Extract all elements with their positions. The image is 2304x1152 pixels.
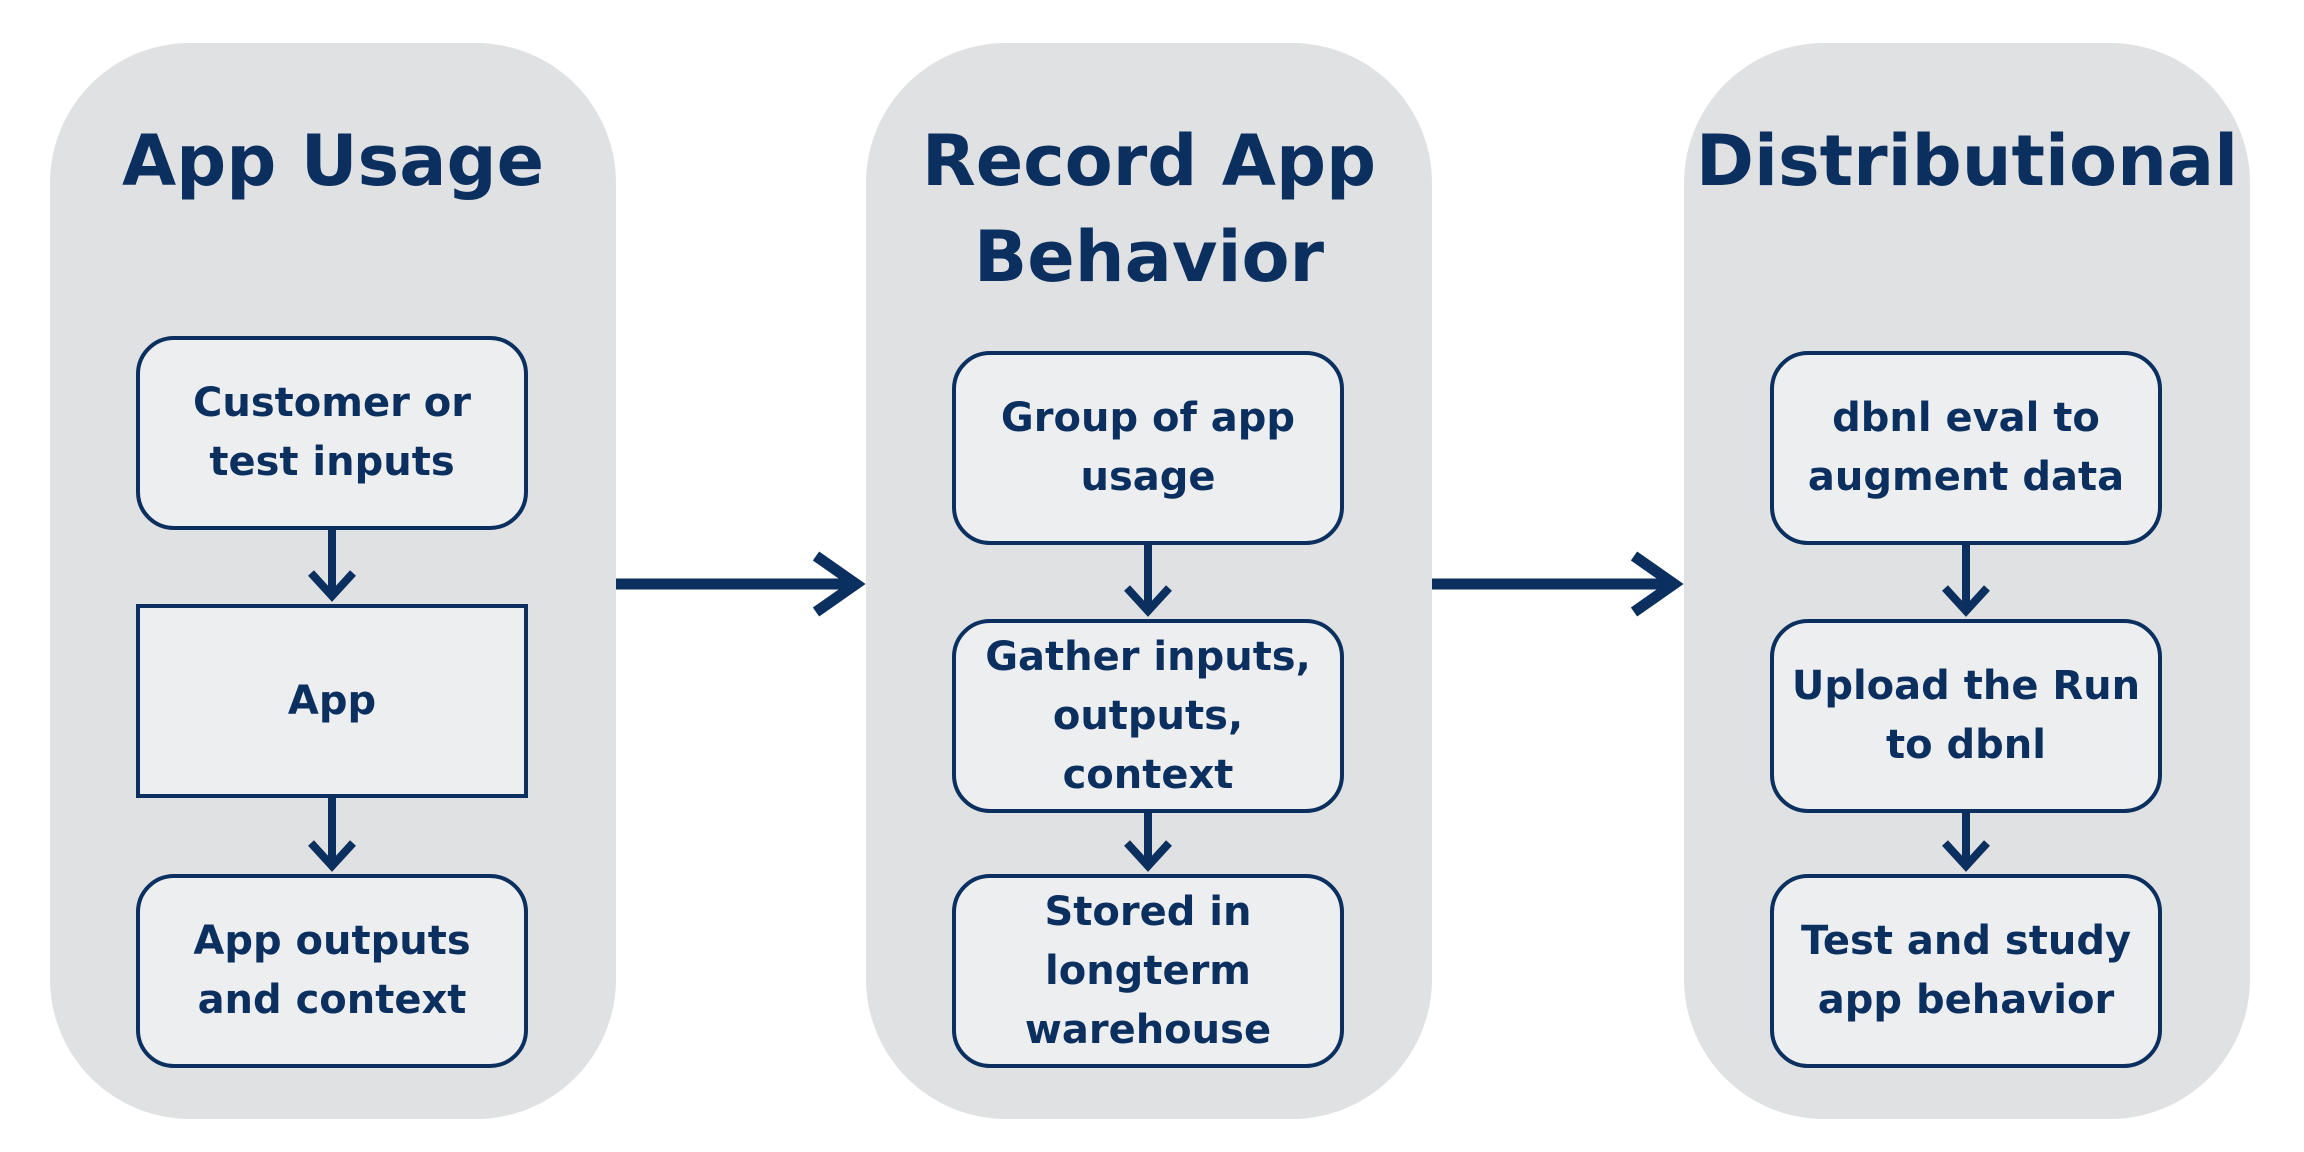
node-label: Gather inputs, outputs, context — [985, 633, 1311, 798]
node-app: App — [136, 604, 528, 798]
node-app-outputs-and-context: App outputs and context — [136, 874, 528, 1068]
node-test-and-study-app-behavior: Test and study app behavior — [1770, 874, 2162, 1068]
node-label: Customer or test inputs — [193, 380, 471, 485]
node-label: dbnl eval to augment data — [1807, 395, 2125, 500]
node-upload-the-run-to-dbnl: Upload the Run to dbnl — [1770, 619, 2162, 813]
node-dbnl-eval-to-augment-data: dbnl eval to augment data — [1770, 351, 2162, 545]
node-group-of-app-usage: Group of app usage — [952, 351, 1344, 545]
column-title: App Usage — [121, 120, 545, 202]
node-label: App outputs and context — [193, 918, 471, 1023]
node-customer-or-test-inputs: Customer or test inputs — [136, 336, 528, 530]
node-stored-in-longterm-warehouse: Stored in longterm warehouse — [952, 874, 1344, 1068]
node-label: App — [287, 677, 377, 724]
arrow-right-icon — [616, 551, 866, 617]
column-title: Record App Behavior — [921, 120, 1377, 298]
node-label: Upload the Run to dbnl — [1791, 663, 2141, 768]
node-label: Test and study app behavior — [1800, 918, 2132, 1023]
arrow-right-icon — [1432, 551, 1684, 617]
node-label: Stored in longterm warehouse — [1024, 888, 1272, 1053]
column-title: Distributional — [1695, 120, 2239, 202]
node-gather-inputs-outputs-context: Gather inputs, outputs, context — [952, 619, 1344, 813]
node-label: Group of app usage — [1000, 395, 1296, 500]
